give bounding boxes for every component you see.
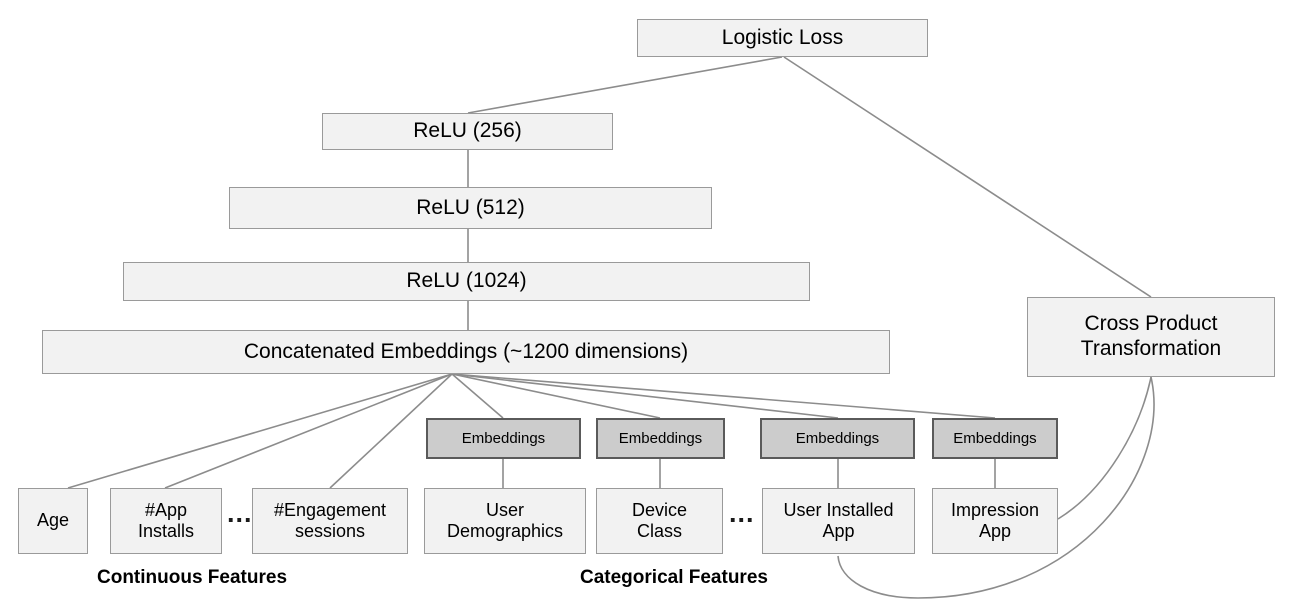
node-feature-app-installs[interactable]: #App Installs — [110, 488, 222, 554]
node-feature-user-installed-app[interactable]: User Installed App — [762, 488, 915, 554]
node-feature-engagement-sessions[interactable]: #Engagement sessions — [252, 488, 408, 554]
node-feature-impression-app[interactable]: Impression App — [932, 488, 1058, 554]
edge-concat-to-embeddings-4 — [451, 373, 996, 419]
group-label-categorical-features: Categorical Features — [580, 567, 768, 589]
node-relu-512-label: ReLU (512) — [416, 195, 525, 219]
node-feature-age[interactable]: Age — [18, 488, 88, 554]
edge-concat-to-app-installs — [164, 373, 453, 489]
node-feature-impression-app-label: Impression App — [950, 499, 1040, 541]
node-cross-product-transformation-label: Cross Product Transformation — [1080, 312, 1222, 360]
node-embeddings-2[interactable]: Embeddings — [596, 418, 725, 459]
node-feature-user-demographics[interactable]: User Demographics — [424, 488, 586, 554]
edge-crossproduct-to-impression-app — [1057, 376, 1152, 520]
group-label-categorical-features-text: Categorical Features — [580, 567, 768, 588]
node-feature-app-installs-label: #App Installs — [137, 499, 195, 541]
node-feature-user-demographics-label: User Demographics — [446, 499, 564, 541]
node-relu-512[interactable]: ReLU (512) — [229, 187, 712, 229]
ellipsis-categorical-text: ... — [729, 498, 755, 528]
node-feature-device-class-label: Device Class — [631, 499, 688, 541]
node-concatenated-embeddings-label: Concatenated Embeddings (~1200 dimension… — [243, 339, 689, 363]
node-embeddings-1-label: Embeddings — [461, 429, 546, 447]
node-embeddings-4[interactable]: Embeddings — [932, 418, 1058, 459]
node-relu-256[interactable]: ReLU (256) — [322, 113, 613, 150]
node-feature-age-label: Age — [36, 510, 70, 531]
node-cross-product-transformation[interactable]: Cross Product Transformation — [1027, 297, 1275, 377]
node-logistic-loss-label: Logistic Loss — [721, 25, 844, 49]
node-relu-1024-label: ReLU (1024) — [406, 269, 527, 293]
group-label-continuous-features: Continuous Features — [97, 567, 287, 589]
edge-loss-to-crossproduct — [783, 56, 1152, 298]
node-logistic-loss[interactable]: Logistic Loss — [637, 19, 928, 57]
ellipsis-continuous-text: ... — [227, 498, 253, 528]
node-feature-engagement-sessions-label: #Engagement sessions — [273, 499, 387, 541]
group-label-continuous-features-text: Continuous Features — [97, 567, 288, 588]
node-feature-user-installed-app-label: User Installed App — [783, 499, 894, 541]
edge-concat-to-embeddings-2 — [451, 373, 661, 419]
node-relu-256-label: ReLU (256) — [413, 119, 522, 143]
ellipsis-continuous: ... — [227, 498, 253, 529]
node-relu-1024[interactable]: ReLU (1024) — [123, 262, 810, 301]
edge-concat-to-embeddings-3 — [451, 373, 839, 419]
edge-concat-to-embeddings-1 — [451, 373, 504, 419]
node-embeddings-4-label: Embeddings — [953, 429, 1037, 447]
ellipsis-categorical: ... — [729, 498, 755, 529]
node-embeddings-3[interactable]: Embeddings — [760, 418, 915, 459]
edge-loss-to-relu256 — [467, 56, 783, 114]
node-embeddings-2-label: Embeddings — [618, 429, 703, 447]
node-embeddings-3-label: Embeddings — [795, 429, 880, 447]
node-embeddings-1[interactable]: Embeddings — [426, 418, 581, 459]
node-feature-device-class[interactable]: Device Class — [596, 488, 723, 554]
node-concatenated-embeddings[interactable]: Concatenated Embeddings (~1200 dimension… — [42, 330, 890, 374]
edge-concat-to-age — [67, 373, 453, 489]
